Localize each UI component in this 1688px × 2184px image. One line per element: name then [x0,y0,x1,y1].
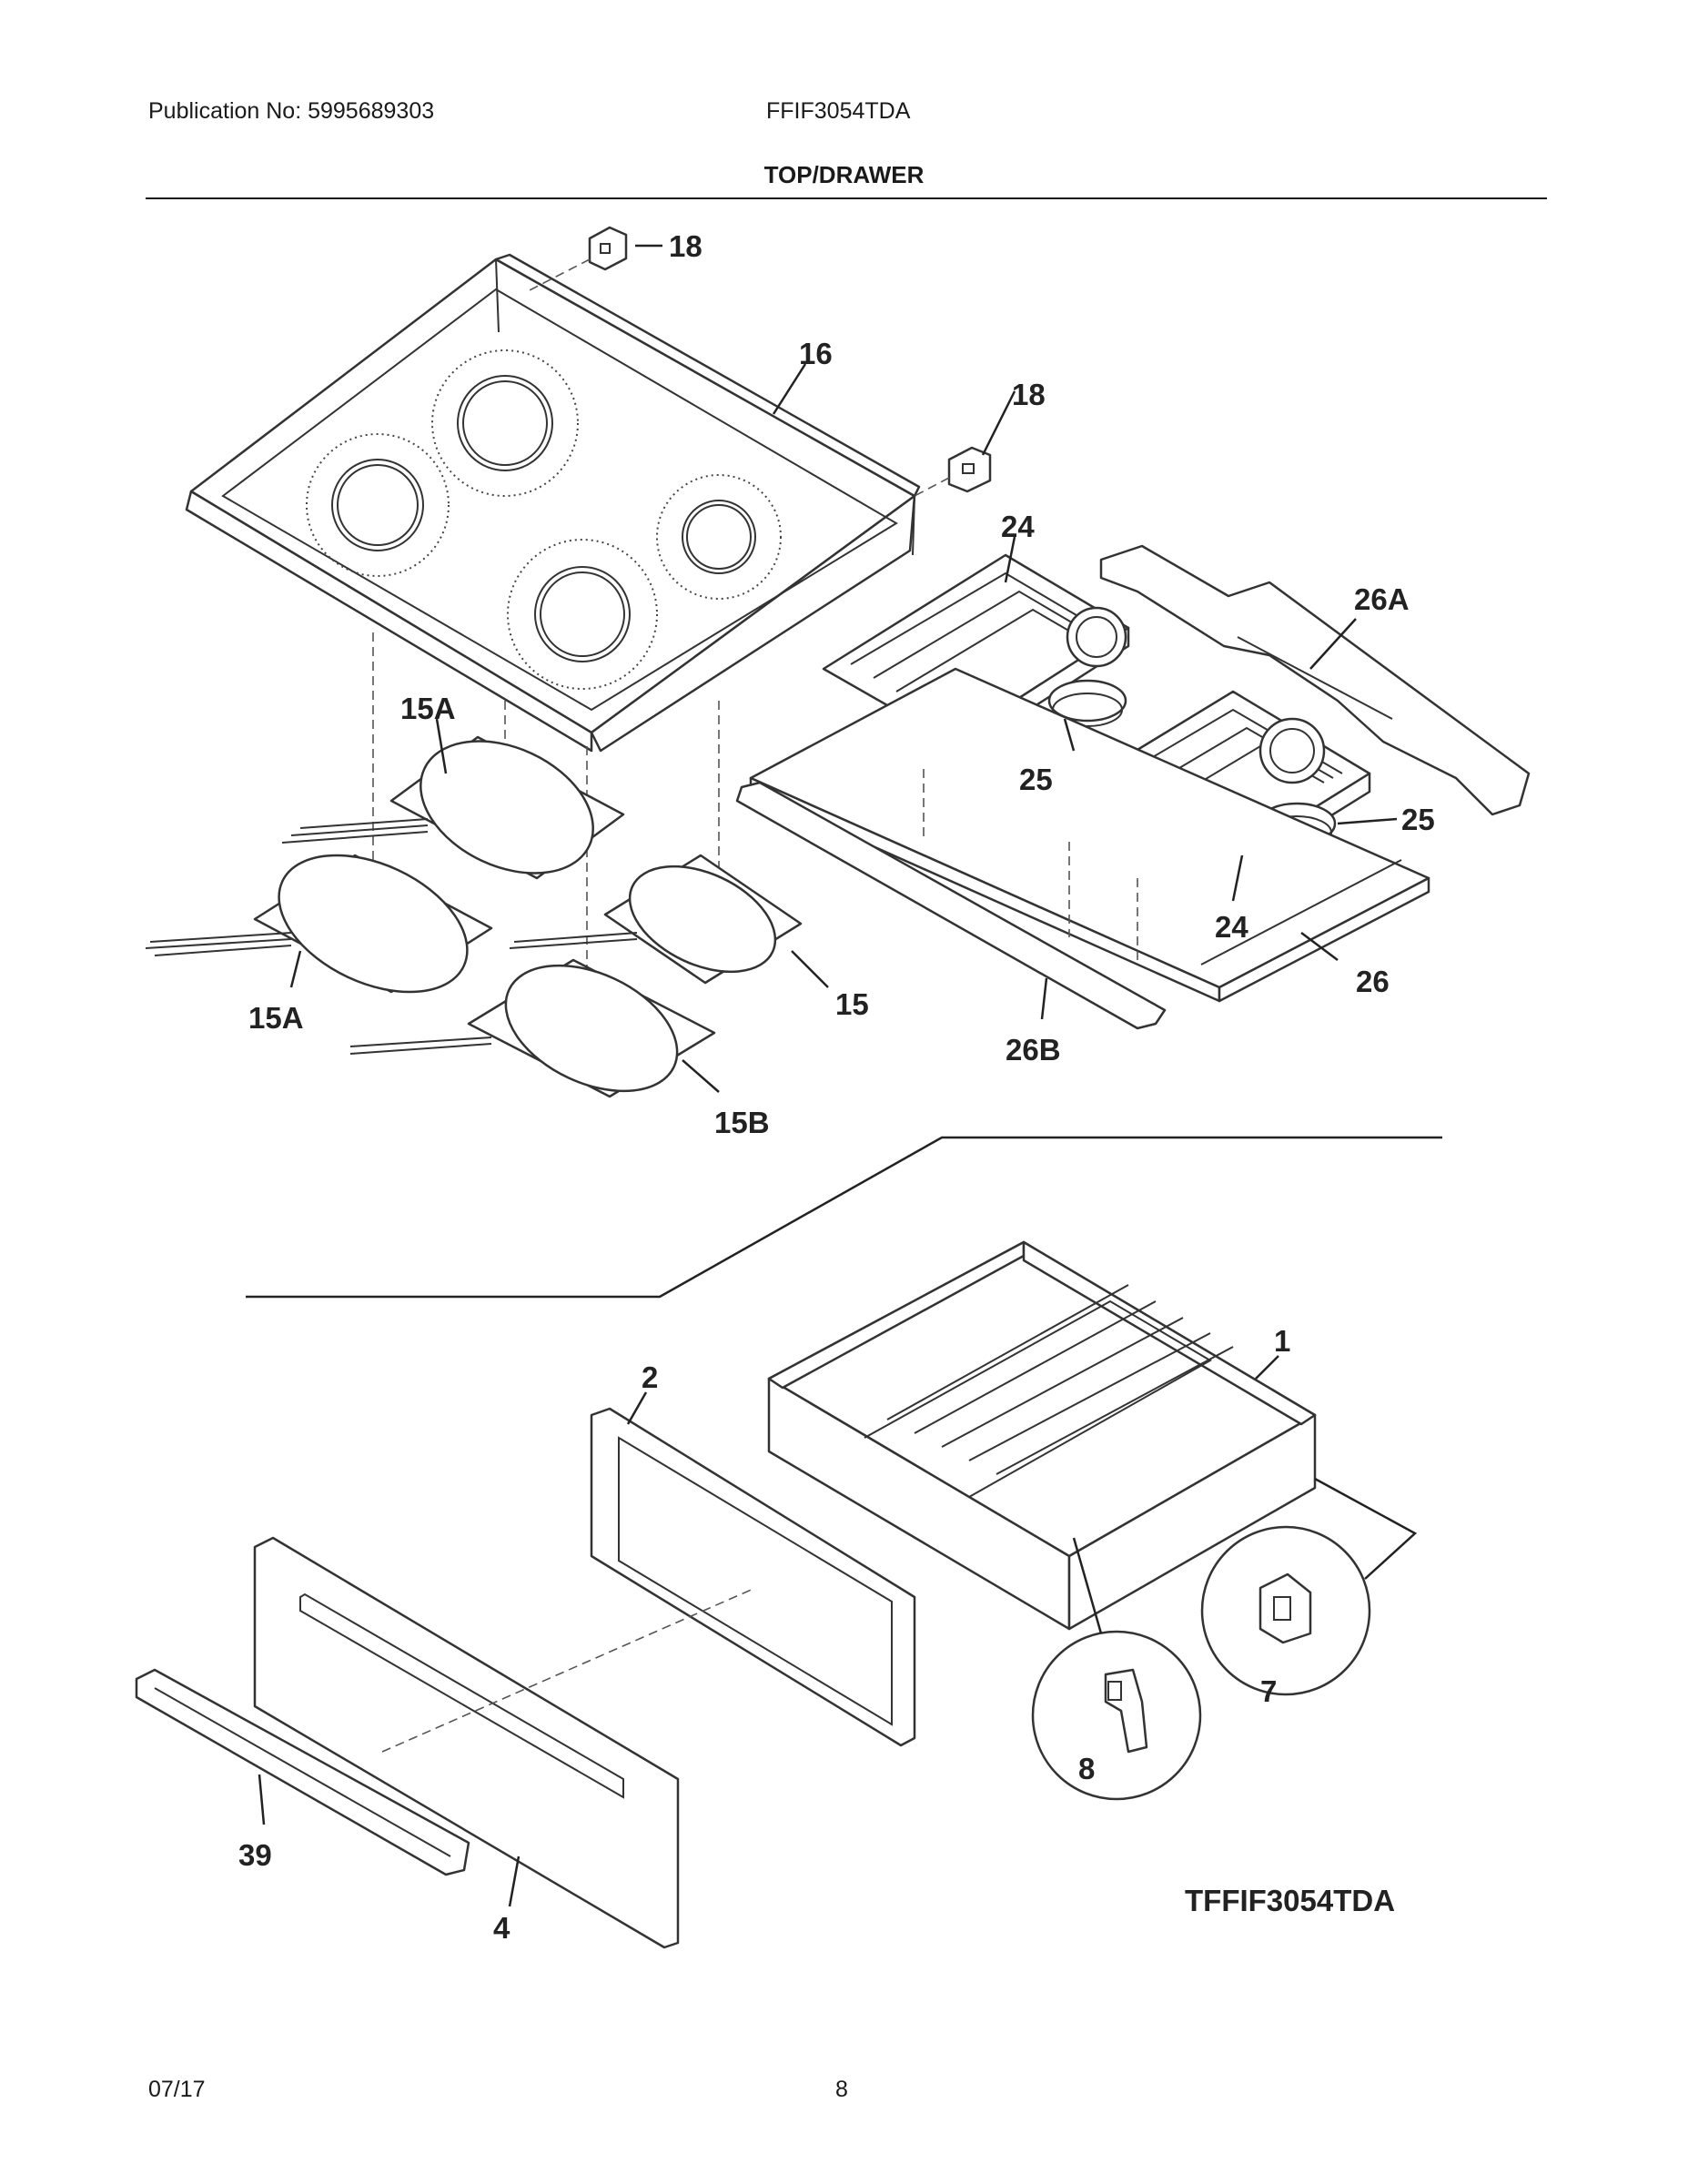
drawer-inner-panel-2 [590,1407,916,1747]
callout-2: 2 [642,1360,658,1394]
drawer-handle-39 [135,1668,470,1876]
callout-26: 26 [1356,965,1390,998]
callout-4: 4 [493,1911,510,1945]
support-rail-26b [735,781,1167,1030]
diagram-id: TFFIF3054TDA [1185,1884,1395,1917]
callout-18-right: 18 [1012,378,1046,411]
detail-circle-7 [1200,1525,1371,1696]
leader-lines [258,244,1398,1907]
control-board-24-upper [822,553,1130,762]
callout-39: 39 [238,1838,272,1872]
footer-date: 07/17 [148,2077,206,2102]
callout-1: 1 [1274,1324,1290,1358]
bracket-26a [1099,544,1531,816]
callout-25-left: 25 [1019,763,1053,796]
cooktop-glass-top [185,253,921,753]
mounting-bracket-18-right [947,446,992,493]
burner-zone-back-center [431,349,579,497]
radiant-element-15a-lower [145,854,493,994]
callout-26a: 26A [1354,582,1410,616]
callout-15a-upper: 15A [400,692,456,725]
radiant-element-15a-upper [281,735,625,880]
drawer-front-4 [253,1536,680,1949]
callout-15a-lower: 15A [248,1001,304,1035]
callout-24-upper: 24 [1001,510,1035,543]
callout-18-left: 18 [669,229,702,263]
model-number: FFIF3054TDA [766,98,911,124]
detail-circle-8 [1031,1630,1202,1801]
callout-16: 16 [799,337,833,370]
callout-24-lower: 24 [1215,910,1248,944]
radiant-element-15 [509,854,803,985]
publication-number: Publication No: 5995689303 [148,98,435,124]
mounting-bracket-18-left [588,226,628,271]
section-title: TOP/DRAWER [763,161,925,188]
callout-26b: 26B [1006,1033,1061,1067]
drawer-body-1 [767,1240,1317,1631]
callout-25-right: 25 [1401,803,1435,836]
header-divider [146,197,1547,199]
radiant-element-15b [349,958,716,1098]
callout-7: 7 [1260,1674,1277,1708]
page-number: 8 [835,2077,848,2102]
burner-zone-back-right [656,474,782,600]
burner-zone-back-left [306,433,450,577]
callout-8: 8 [1078,1752,1095,1785]
callout-15: 15 [835,987,869,1021]
callout-15b: 15B [714,1106,770,1139]
burner-zone-front [507,539,658,690]
